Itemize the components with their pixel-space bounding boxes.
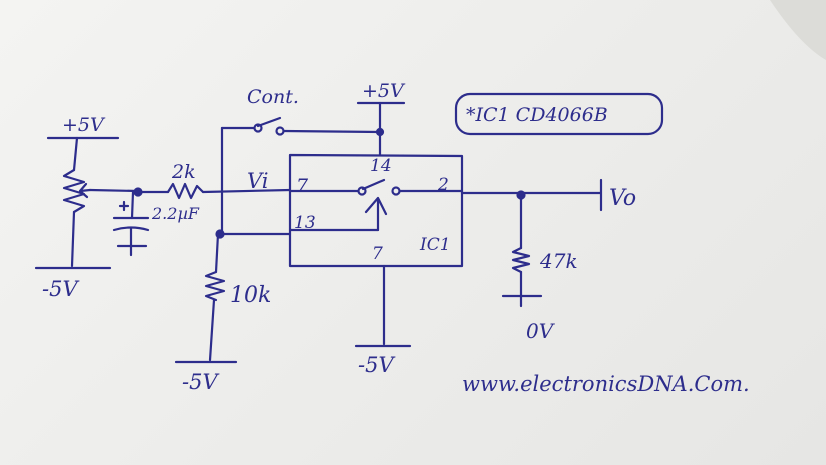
ic-switch-contact-right [391,186,401,196]
label-resistor-47k: 47k [539,249,578,273]
cap-wire-top [130,190,135,220]
ic-switch-blade [361,178,386,191]
label-pin-2: 2 [437,175,449,195]
control-switch-contact-right [275,126,285,136]
label-pin-7-input: 7 [296,175,309,197]
wire-to-10k [214,232,220,274]
label-supply-left: +5V [62,114,106,136]
resistor-47k [511,246,531,274]
control-switch-blade [256,116,282,128]
label-website: www.electronicsDNA.Com. [462,372,750,396]
label-resistor-10k: 10k [230,283,271,308]
capacitor-plus [118,200,130,212]
label-control: Cont. [247,86,299,108]
wiper-wire [88,188,140,193]
ic-switch-contact-left [357,186,367,196]
label-pin-7-ground: 7 [372,244,383,264]
label-ic-name: IC1 [419,235,451,255]
label-vo: Vo [609,186,636,211]
label-ground-ic: -5V [358,353,395,377]
label-supply-top: +5V [362,80,406,102]
label-resistor-2k: 2k [171,161,196,183]
label-vi: Vi [247,169,269,193]
ic-note-box [454,92,664,136]
node-top [375,127,385,137]
potentiometer [62,168,86,214]
label-ground-left: -5V [42,277,79,301]
resistor-10k [204,270,226,302]
label-capacitor: 2.2µF [151,204,200,223]
label-ground-10k: -5V [182,370,219,394]
label-ground-47k: 0V [526,319,556,343]
control-switch-contact-left [253,123,263,133]
pot-wiper-arrow [78,182,92,199]
label-pin-14: 14 [370,156,392,176]
wire-10k-ground [208,298,216,362]
control-switch-right-wire [282,129,382,134]
paper-corner-reflection [770,0,826,60]
pot-top-wire [72,136,79,172]
ic-control-arrow [364,196,388,232]
label-ic-note: *IC1 CD4066B [466,104,608,126]
pot-bottom-wire [70,210,76,268]
resistor-2k [166,182,205,200]
wire-to-pin7 [201,188,292,194]
label-pin-13: 13 [294,213,316,233]
